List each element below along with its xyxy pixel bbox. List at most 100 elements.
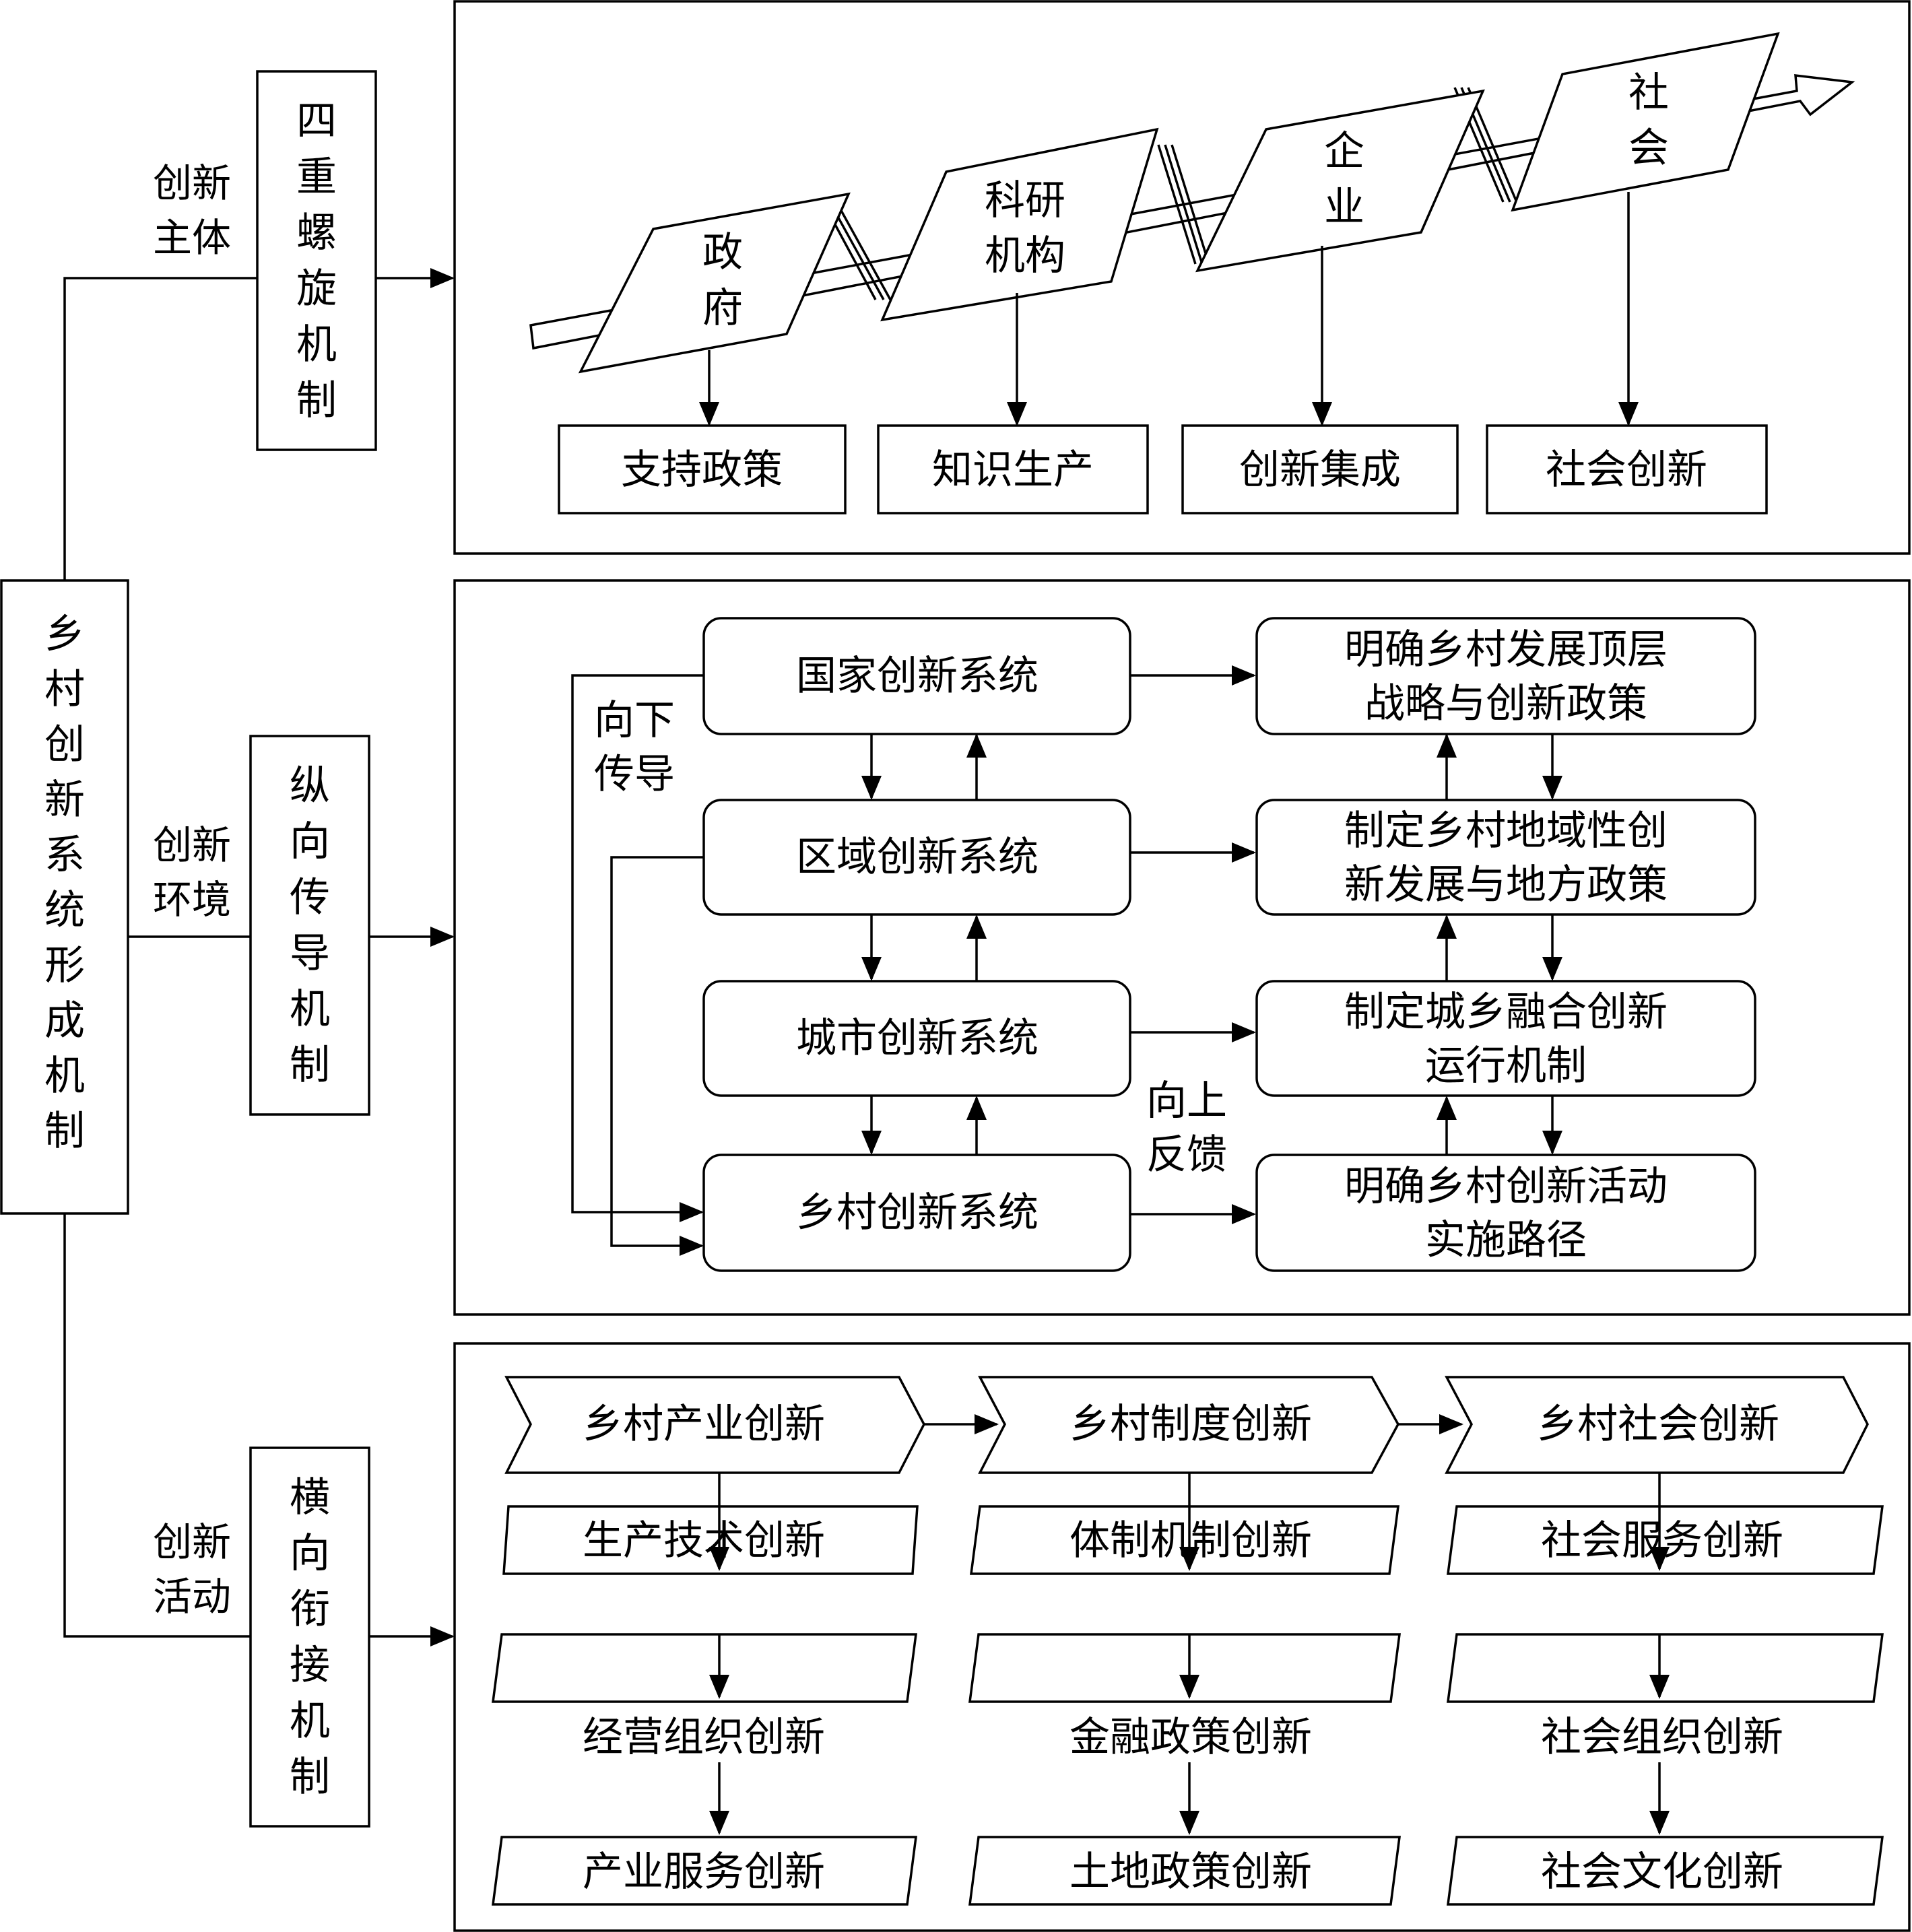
mechanism-vertical-label: 纵 向 传 导 机 制: [290, 762, 330, 1089]
helix-output-box: [558, 424, 847, 514]
mechanism-char: 制: [290, 1042, 330, 1089]
up-label-line: 反馈: [1146, 1131, 1227, 1178]
item-box: [968, 1836, 1401, 1906]
item-label: 土地政策创新: [1069, 1848, 1312, 1896]
helix-actor-enterprise: [1195, 89, 1485, 273]
result-box: [1255, 617, 1756, 735]
branch-label-activity: 创新 活动: [153, 1519, 231, 1620]
result-line: 运行机制: [1425, 1042, 1587, 1090]
down-transmission-line-national: [571, 674, 704, 1222]
item-label: 生产技术创新: [583, 1517, 825, 1564]
actor-label-line: 会: [1628, 125, 1669, 172]
branch-label-line: 环境: [153, 877, 231, 923]
mechanism-box-horizontal: [249, 1446, 370, 1828]
helix-actor-government-label: 政 府: [702, 229, 743, 332]
down-label-line: 传导: [594, 751, 675, 798]
main-title-char: 系: [44, 832, 85, 879]
helix-actor-research: [880, 127, 1159, 322]
branch-label-subject: 创新 主体: [153, 160, 231, 261]
actor-label-line: 社: [1628, 69, 1669, 116]
main-title-char: 乡: [44, 611, 85, 658]
chevron-industry: [504, 1376, 925, 1474]
main-title-box: [0, 579, 129, 1215]
mechanism-char: 旋: [296, 265, 337, 312]
system-box-rural: [702, 1154, 1131, 1272]
item-label: 社会组织创新: [1541, 1714, 1783, 1761]
up-feedback-label: 向上 反馈: [1146, 1077, 1227, 1178]
mechanism-box-vertical: [249, 735, 370, 1116]
actor-label-line: 府: [702, 285, 743, 332]
actor-label-line: 企: [1324, 128, 1364, 175]
branch-label-line: 创新: [153, 1519, 231, 1565]
result-vertical-arrows: [1437, 733, 1562, 1155]
helix-actor-society: [1511, 32, 1780, 212]
mechanism-char: 衔: [290, 1586, 330, 1633]
main-title-char: 创: [44, 721, 85, 768]
mechanism-char: 导: [290, 930, 330, 977]
item-box: [492, 1633, 917, 1703]
mechanism-char: 重: [296, 154, 337, 201]
column-down-arrows: [709, 1473, 1670, 1835]
actor-label-line: 机构: [985, 232, 1065, 279]
mechanism-char: 机: [296, 321, 337, 368]
helix-output-label: 社会创新: [1546, 446, 1707, 494]
main-title-char: 村: [44, 666, 85, 713]
system-label: 区域创新系统: [796, 834, 1039, 881]
result-line: 明确乡村创新活动: [1344, 1163, 1668, 1210]
chevron-label: 乡村产业创新: [583, 1401, 825, 1448]
chevron-social: [1445, 1376, 1869, 1474]
mechanism-char: 制: [290, 1754, 330, 1801]
item-label: 社会服务创新: [1541, 1517, 1783, 1564]
up-label-line: 向上: [1146, 1077, 1227, 1125]
mechanism-helix-label: 四 重 螺 旋 机 制: [296, 98, 337, 424]
branch-connector-bottom: [63, 1213, 251, 1638]
down-transmission-label: 向下 传导: [594, 697, 675, 798]
helix-output-label: 支持政策: [621, 446, 783, 494]
item-box: [1447, 1633, 1884, 1703]
system-box-urban: [702, 980, 1131, 1097]
item-label: 产业服务创新: [583, 1848, 825, 1896]
mechanism-char: 传: [290, 874, 330, 921]
mechanism-char: 机: [290, 1698, 330, 1745]
mechanism-box-helix: [256, 70, 377, 451]
branch-label-line: 创新: [153, 822, 231, 868]
item-box: [970, 1505, 1399, 1575]
result-line: 制定城乡融合创新: [1344, 989, 1668, 1036]
item-box: [968, 1633, 1401, 1703]
item-label: 社会文化创新: [1541, 1848, 1783, 1896]
main-title-char: 统: [44, 887, 85, 934]
branch-label-line: 活动: [153, 1574, 231, 1620]
mechanism-char: 横: [290, 1474, 330, 1521]
helix-output-box: [1181, 424, 1459, 514]
chevron-label: 乡村社会创新: [1537, 1401, 1779, 1448]
actor-label-line: 业: [1324, 184, 1364, 231]
main-title-char: 机: [44, 1053, 85, 1100]
system-result-arrows: [1130, 665, 1256, 1224]
mechanism-horizontal-label: 横 向 衔 接 机 制: [290, 1474, 330, 1801]
helix-output-label: 知识生产: [932, 446, 1094, 494]
system-vertical-arrows: [861, 733, 987, 1155]
main-title: 乡 村 创 新 系 统 形 成 机 制: [44, 611, 85, 1155]
helix-output-box: [1486, 424, 1768, 514]
main-title-char: 成: [44, 997, 85, 1044]
branch-label-environment: 创新 环境: [153, 822, 231, 923]
branch-connector-top: [63, 277, 257, 580]
item-box: [492, 1836, 917, 1906]
helix-actor-government: [578, 192, 851, 374]
chevron-label: 乡村制度创新: [1069, 1401, 1312, 1448]
mechanism-char: 机: [290, 986, 330, 1033]
item-label: 体制机制创新: [1069, 1517, 1312, 1564]
item-box: [1447, 1505, 1884, 1575]
result-line: 制定乡村地域性创: [1344, 807, 1668, 855]
system-label: 乡村创新系统: [796, 1189, 1039, 1236]
helix-actor-research-label: 科研 机构: [985, 177, 1065, 279]
helix-actor-enterprise-label: 企 业: [1324, 128, 1364, 231]
mechanism-char: 接: [290, 1642, 330, 1689]
actor-label-line: 科研: [985, 177, 1065, 224]
item-label: 经营组织创新: [583, 1714, 825, 1761]
item-label: 金融政策创新: [1069, 1714, 1312, 1761]
item-box: [502, 1505, 919, 1575]
mechanism-char: 向: [290, 818, 330, 865]
branch-label-line: 创新: [153, 160, 231, 206]
